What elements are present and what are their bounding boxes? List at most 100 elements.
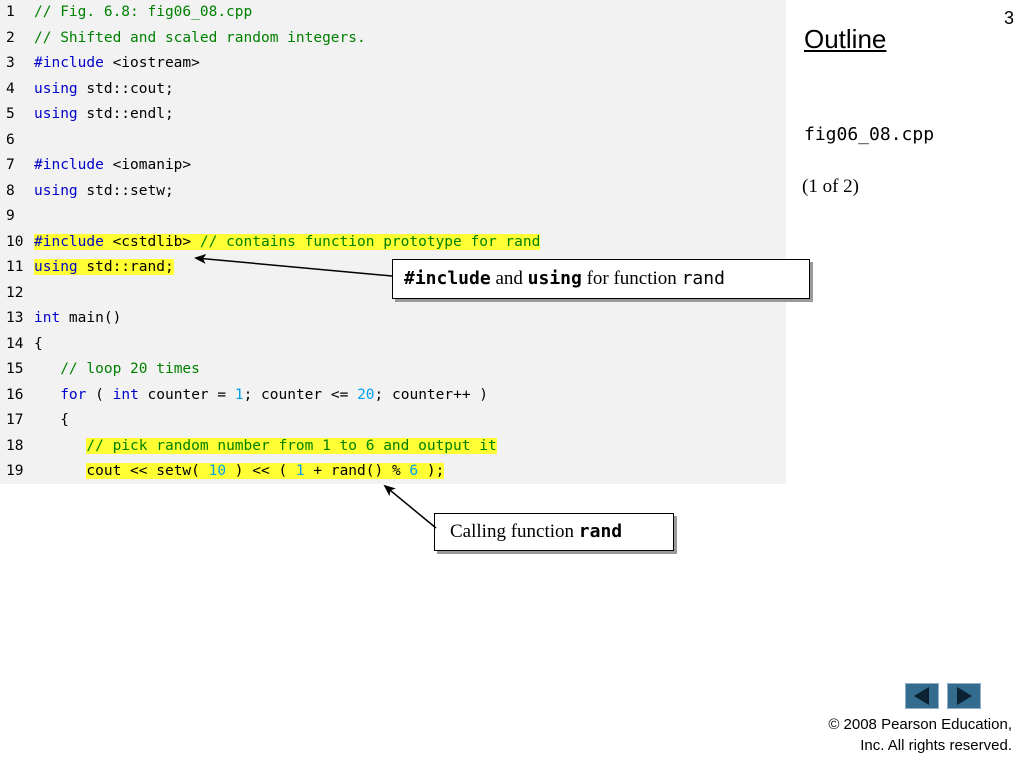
code-token: [34, 387, 60, 403]
code-line: 5 using std::endl;: [0, 102, 174, 127]
line-number: 7: [6, 157, 15, 173]
line-number: 19: [6, 463, 24, 479]
code-token: ; counter++ ): [374, 386, 489, 403]
code-token: [34, 361, 60, 377]
page-indicator: (1 of 2): [802, 176, 859, 197]
code-line: 15 // loop 20 times: [0, 357, 200, 382]
code-token: // contains function prototype for rand: [199, 233, 541, 250]
callout-include-using: #include and using for function rand: [392, 259, 810, 299]
code-token: 1: [295, 463, 305, 479]
copyright-line-2: Inc. All rights reserved.: [860, 737, 1012, 754]
code-line: 9: [0, 204, 34, 229]
line-number: 2: [6, 29, 15, 46]
line-number: 18: [6, 437, 24, 454]
code-text: using std::endl;: [34, 106, 174, 122]
code-indent: [34, 438, 86, 454]
line-number: 14: [6, 335, 24, 352]
copyright-notice: © 2008 Pearson Education, Inc. All right…: [828, 714, 1012, 756]
line-number: 1: [6, 4, 15, 20]
callout-code-include: #include: [404, 268, 491, 289]
code-line: 13 int main(): [0, 306, 121, 331]
code-token: );: [418, 463, 445, 479]
code-text: #include <iomanip>: [34, 157, 191, 173]
code-token: using: [34, 80, 78, 97]
code-line: 17 {: [0, 408, 69, 433]
callout-text: and: [490, 268, 528, 289]
triangle-right-icon: [957, 687, 972, 705]
code-text: {: [34, 412, 69, 428]
code-listing: 1 // Fig. 6.8: fig06_08.cpp 2 // Shifted an…: [0, 0, 786, 484]
code-token: #include: [34, 55, 104, 71]
code-token: main(): [60, 310, 122, 326]
callout-code-using: using: [527, 268, 582, 289]
code-token: std::setw;: [77, 182, 174, 199]
code-line: 18 // pick random number from 1 to 6 and…: [0, 434, 497, 459]
line-number: 15: [6, 361, 24, 377]
slide-number: 3: [1003, 8, 1014, 28]
code-line: 10#include <cstdlib> // contains functio…: [0, 230, 541, 255]
code-text: int main(): [34, 310, 121, 326]
callout-code-rand: rand: [578, 521, 623, 542]
line-number: 6: [6, 131, 15, 148]
arrow-to-line-19: [383, 484, 437, 529]
code-text: using std::rand;: [34, 259, 174, 275]
code-token: // Shifted and scaled random integers.: [34, 29, 366, 46]
code-text: {: [34, 336, 43, 352]
code-token: // loop 20 times: [60, 361, 200, 377]
code-line: 14 {: [0, 332, 43, 357]
code-token: {: [34, 412, 69, 428]
code-token: 1: [234, 386, 244, 403]
code-token: int: [34, 310, 61, 326]
line-number: 17: [6, 412, 24, 428]
code-text: // pick random number from 1 to 6 and ou…: [86, 437, 497, 454]
code-token: 20: [357, 386, 375, 403]
callout-calling-rand: Calling function rand: [434, 513, 674, 551]
line-number: 13: [6, 310, 24, 326]
code-token: std::rand;: [77, 259, 174, 275]
code-line: 7 #include <iomanip>: [0, 153, 191, 178]
previous-slide-button[interactable]: [905, 683, 939, 709]
code-text: #include <cstdlib> // contains function …: [34, 233, 541, 250]
code-line: 19 cout << setw( 10 ) << ( 1 + rand() % …: [0, 459, 445, 484]
line-number: 16: [6, 386, 24, 403]
line-number: 5: [6, 106, 15, 122]
code-token: std::endl;: [77, 106, 174, 122]
code-token: + rand() %: [304, 463, 410, 479]
code-token: using: [34, 106, 78, 122]
callout-text: for function: [581, 268, 682, 289]
code-token: using: [34, 259, 78, 275]
code-token: <cstdlib>: [103, 233, 200, 250]
code-line: 2 // Shifted and scaled random integers.: [0, 26, 366, 51]
file-name: fig06_08.cpp: [804, 124, 935, 145]
code-text: using std::cout;: [34, 81, 174, 97]
code-token: int: [112, 386, 139, 403]
code-text: // loop 20 times: [34, 361, 200, 377]
code-token: counter =: [138, 386, 235, 403]
code-line: 3 #include <iostream>: [0, 51, 200, 76]
code-token: #include: [34, 233, 104, 250]
line-number: 12: [6, 284, 24, 301]
code-token: <iomanip>: [103, 157, 192, 173]
code-text: // Fig. 6.8: fig06_08.cpp: [34, 4, 252, 20]
code-text: using std::setw;: [34, 183, 174, 199]
code-token: using: [34, 182, 78, 199]
code-token: {: [34, 335, 43, 352]
code-token: cout << setw(: [86, 463, 209, 479]
code-line: 16 for ( int counter = 1; counter <= 20;…: [0, 383, 488, 408]
code-token: std::cout;: [77, 80, 174, 97]
code-token: ; counter <=: [243, 386, 358, 403]
code-text: cout << setw( 10 ) << ( 1 + rand() % 6 )…: [86, 463, 445, 479]
code-token: <iostream>: [103, 55, 200, 71]
code-token: for: [60, 386, 87, 403]
code-line: 12: [0, 281, 34, 306]
next-slide-button[interactable]: [947, 683, 981, 709]
line-number: 3: [6, 55, 15, 71]
code-text: // Shifted and scaled random integers.: [34, 30, 366, 46]
line-number: 4: [6, 80, 15, 97]
outline-title[interactable]: Outline: [804, 24, 887, 54]
code-token: ) << (: [226, 463, 296, 479]
code-line: 4 using std::cout;: [0, 77, 174, 102]
code-token: 6: [409, 463, 419, 479]
